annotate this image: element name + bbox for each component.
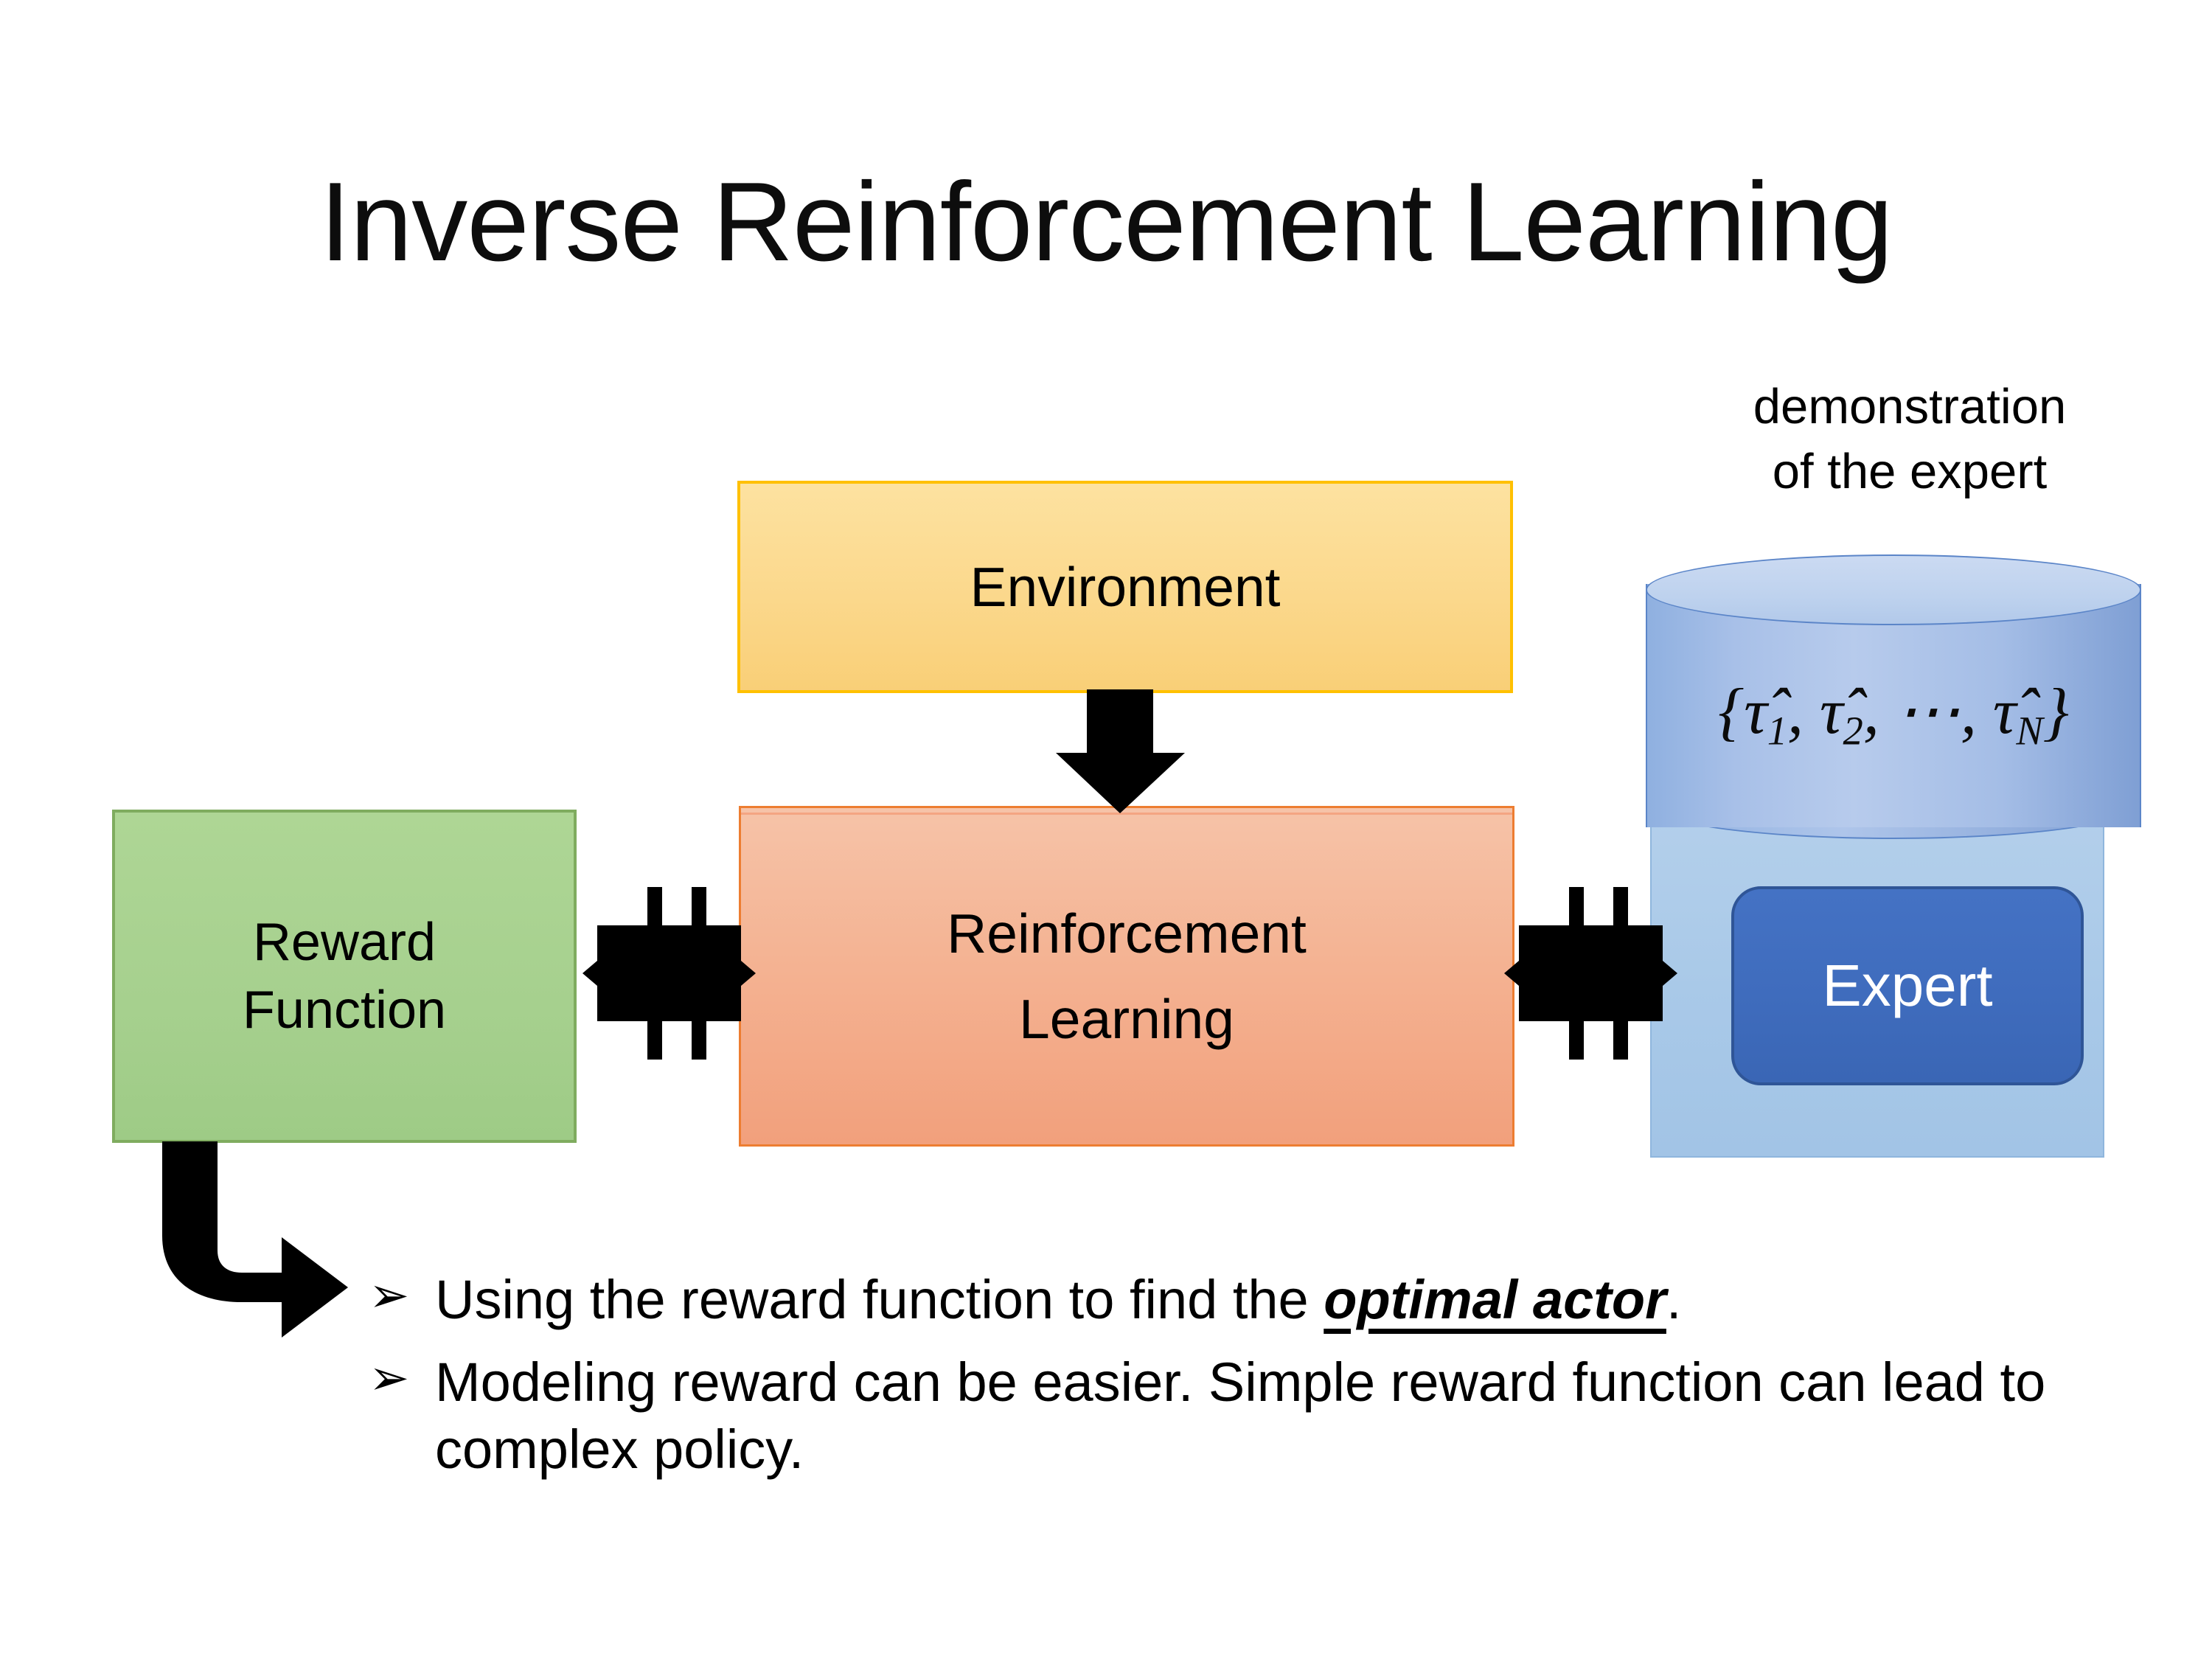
bullet-item-1-text: Using the reward function to find the op… bbox=[435, 1267, 2101, 1333]
bullet-item-2-text: Modeling reward can be easier. Simple re… bbox=[435, 1352, 2046, 1480]
formula-ellipsis: ⋯ bbox=[1895, 676, 1961, 748]
formula-tau-n: τ̂ bbox=[1992, 676, 2017, 748]
formula-sub-n: N bbox=[2016, 708, 2043, 754]
bullet-1-emphasis: optimal actor bbox=[1324, 1269, 1666, 1330]
four-way-arrow-icon bbox=[1504, 887, 1677, 1060]
reinforcement-learning-label-line2: Learning bbox=[1019, 988, 1234, 1050]
bullet-arrow-icon: ➢ bbox=[369, 1349, 410, 1407]
down-arrow-icon bbox=[1056, 689, 1185, 813]
bullet-arrow-icon: ➢ bbox=[369, 1267, 410, 1324]
expert-node: Expert bbox=[1731, 886, 2084, 1085]
bullet-item-2: ➢ Modeling reward can be easier. Simple … bbox=[369, 1349, 2101, 1483]
demonstration-formula: {τ̂1, τ̂2, ⋯, τ̂N} bbox=[1646, 672, 2141, 754]
bullet-list: ➢ Using the reward function to find the … bbox=[369, 1267, 2101, 1499]
four-way-arrow-icon bbox=[582, 887, 756, 1060]
reward-function-label-line1: Reward bbox=[252, 912, 437, 972]
reward-function-label-line2: Function bbox=[242, 981, 447, 1040]
bullet-1-text-before: Using the reward function to find the bbox=[435, 1269, 1324, 1330]
formula-tau-2: τ̂ bbox=[1820, 676, 1843, 748]
environment-label: Environment bbox=[970, 556, 1281, 618]
cylinder-top-ellipse bbox=[1646, 554, 2141, 625]
formula-sub-1: 1 bbox=[1767, 708, 1788, 754]
formula-tau-1: τ̂ bbox=[1744, 676, 1767, 748]
reward-function-node: Reward Function bbox=[112, 810, 577, 1143]
bent-arrow-icon bbox=[162, 1141, 348, 1338]
formula-open-brace: { bbox=[1718, 676, 1745, 748]
demonstration-database-cylinder: {τ̂1, τ̂2, ⋯, τ̂N} bbox=[1646, 554, 2141, 849]
demonstration-caption-line1: demonstration bbox=[1753, 379, 2067, 434]
formula-comma-3: , bbox=[1960, 676, 1993, 748]
expert-label: Expert bbox=[1822, 953, 1993, 1018]
bullet-item-1: ➢ Using the reward function to find the … bbox=[369, 1267, 2101, 1333]
demonstration-caption-line2: of the expert bbox=[1772, 444, 2048, 500]
demonstration-caption: demonstration of the expert bbox=[1644, 375, 2175, 505]
reinforcement-learning-node: Reinforcement Learning bbox=[739, 806, 1514, 1147]
reinforcement-learning-label-line1: Reinforcement bbox=[947, 902, 1307, 964]
formula-comma-1: , bbox=[1787, 676, 1820, 748]
bullet-1-text-after: . bbox=[1666, 1269, 1682, 1330]
environment-node: Environment bbox=[737, 481, 1513, 693]
formula-sub-2: 2 bbox=[1843, 708, 1863, 754]
formula-comma-2: , bbox=[1863, 676, 1896, 748]
formula-close-brace: } bbox=[2042, 676, 2069, 748]
page-title: Inverse Reinforcement Learning bbox=[319, 159, 1893, 285]
